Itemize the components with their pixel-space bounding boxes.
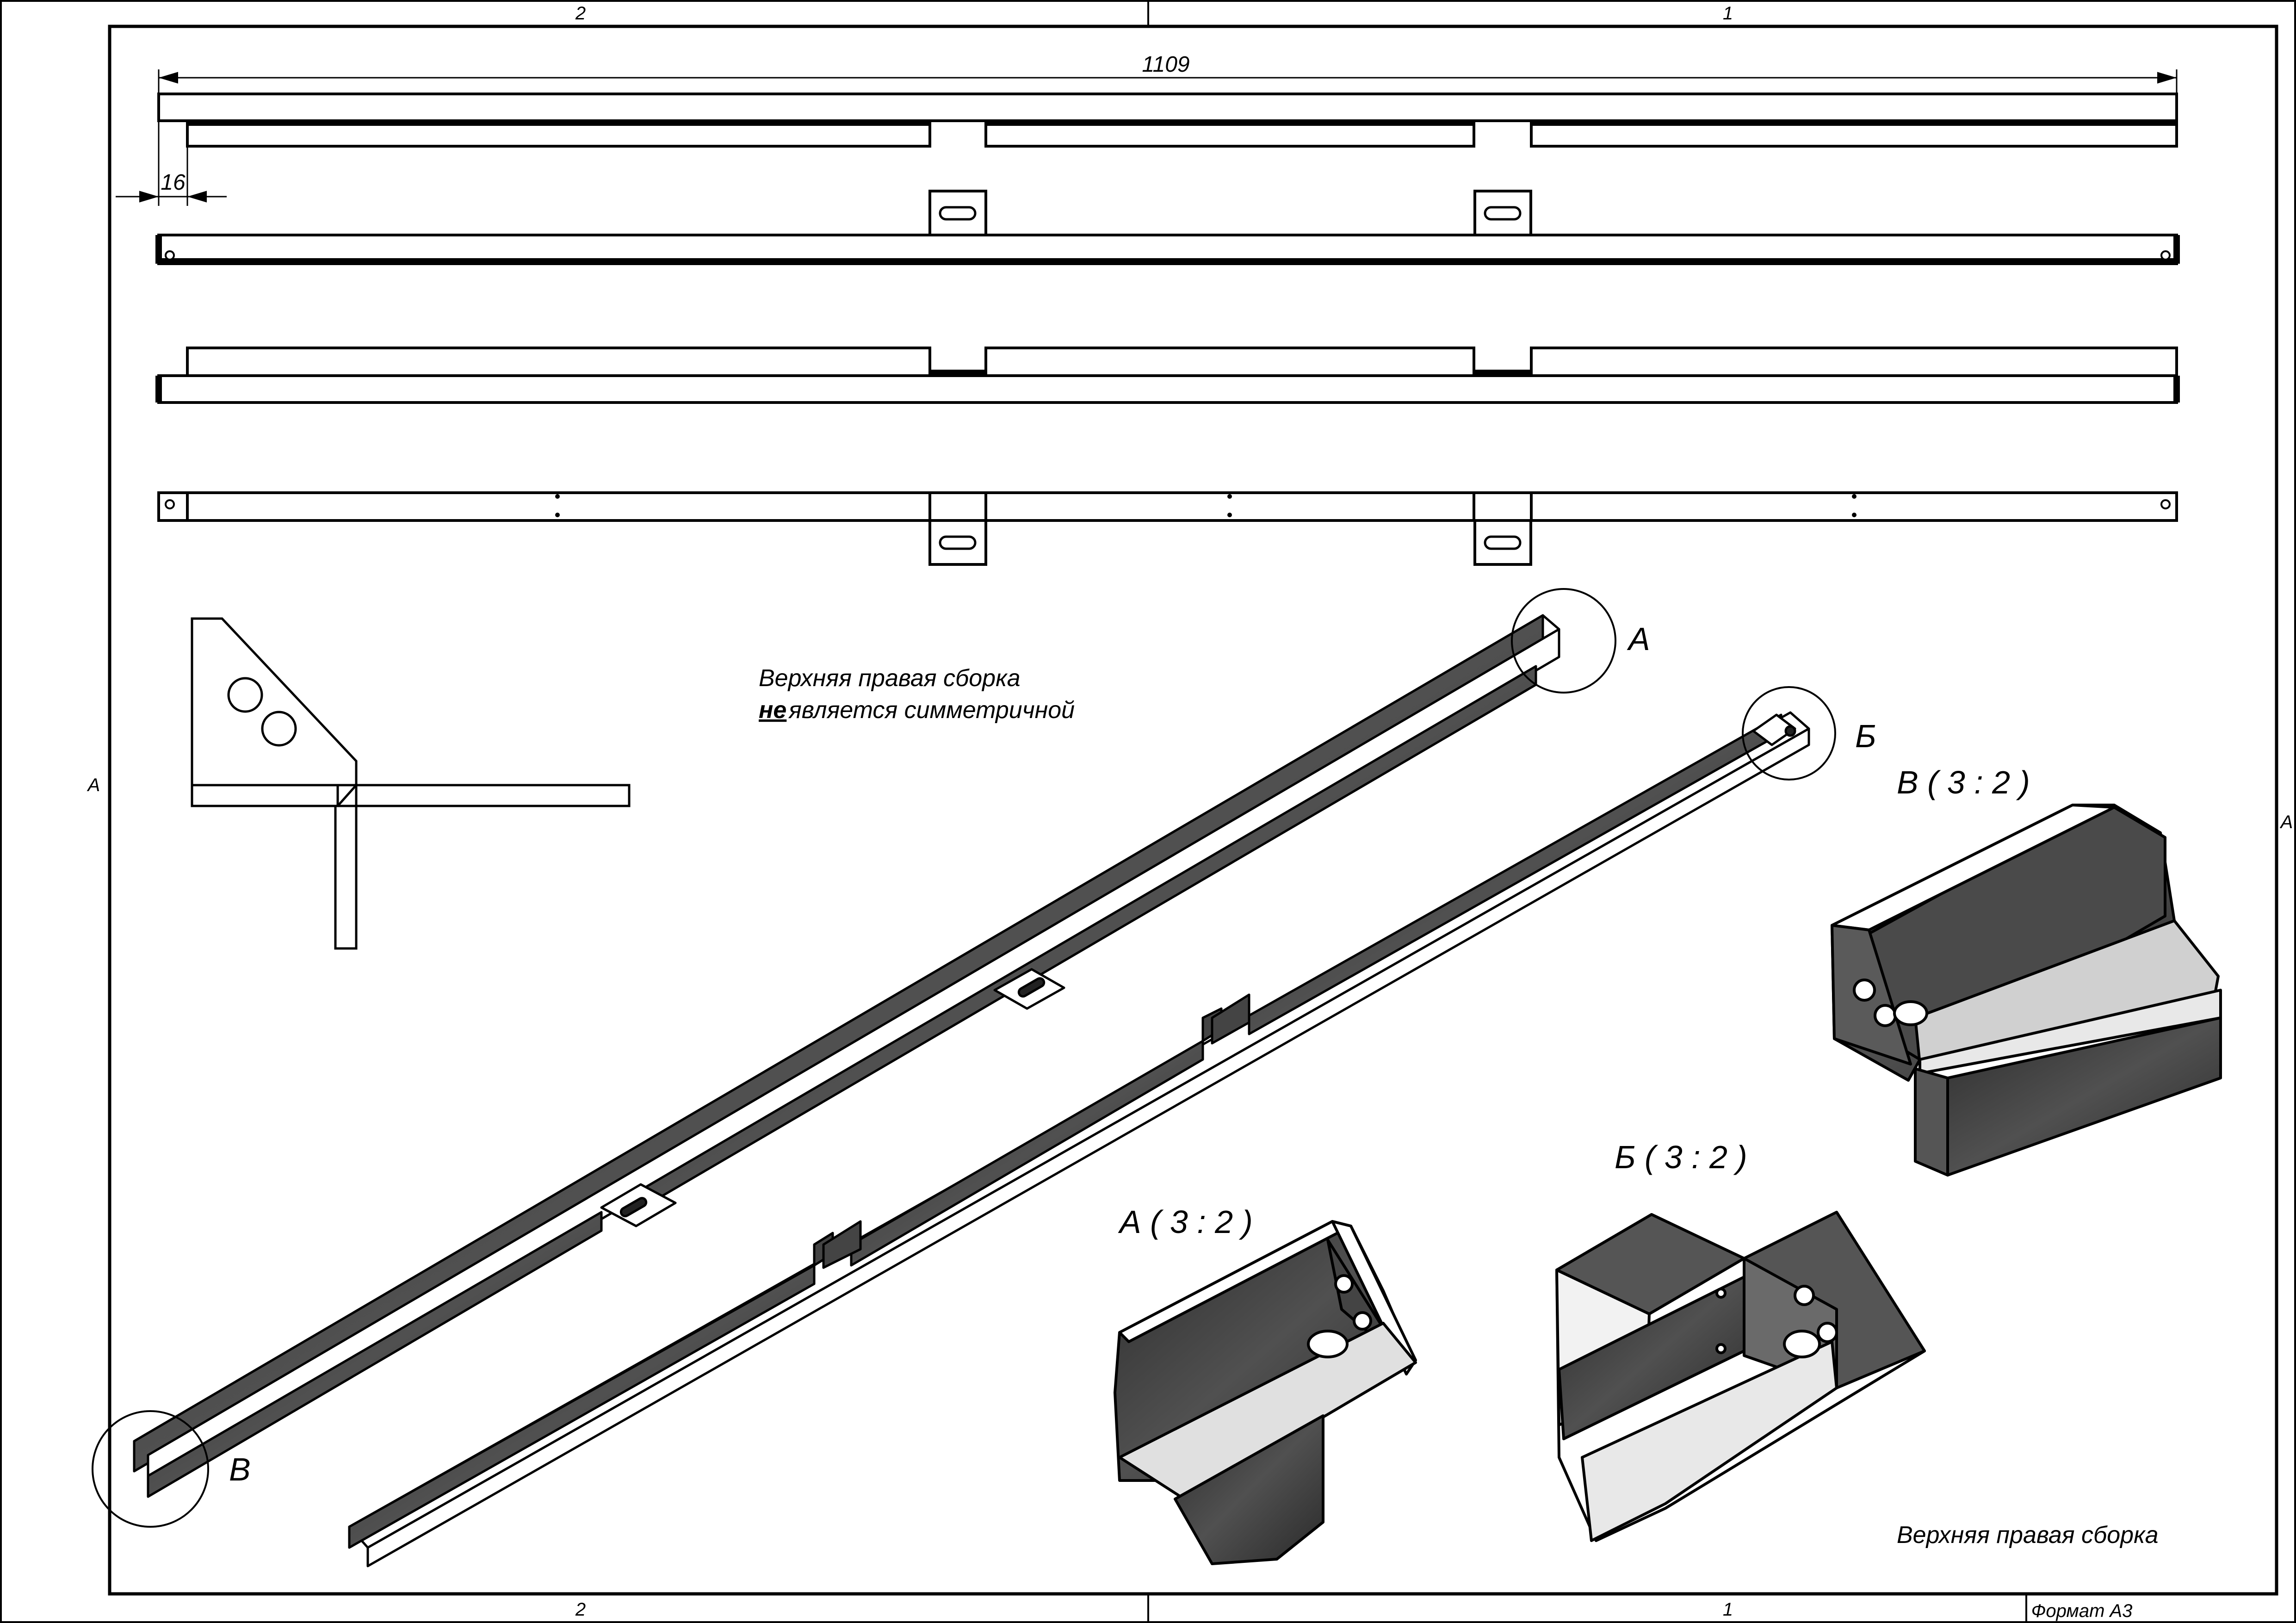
note-line2: не является симметричной [759,697,1075,724]
callout-a: А [1627,621,1650,657]
detail-v-title: В ( 3 : 2 ) [1897,764,2030,800]
detail-a-title: А ( 3 : 2 ) [1118,1204,1253,1240]
view-top [157,93,2178,148]
view-plan [157,491,2178,566]
dimension-overall-value: 1109 [1142,52,1189,77]
callout-v: В [229,1451,251,1487]
zone-label-right: A [2280,812,2293,832]
view-front [155,190,2180,265]
caption: Верхняя правая сборка [1897,1522,2159,1549]
detail-b-title: Б ( 3 : 2 ) [1615,1139,1747,1175]
note-emphasis: не [759,697,786,724]
note-line1: Верхняя правая сборка [759,665,1021,692]
note-line2-rest: является симметричной [788,697,1075,724]
detail-a [1114,1220,1417,1565]
format-label: Формат А3 [2031,1601,2133,1621]
zone-label-top-left: 2 [575,3,586,24]
zone-label-bottom-left: 2 [575,1599,586,1620]
view-plan-dots [555,494,1857,517]
iso-beam-second [348,711,1810,1567]
detail-b [1555,1211,1926,1542]
dimension-overall [158,69,2178,93]
dimension-offset-value: 16 [161,170,186,195]
view-bottom [155,347,2180,404]
section-sketch [191,617,631,950]
zone-label-bottom-right: 1 [1723,1599,1733,1620]
dimension-offset [116,121,227,206]
detail-v [1831,804,2222,1177]
callout-circles [92,588,1836,1528]
zone-label-left: A [87,775,100,795]
zone-label-top-right: 1 [1723,3,1733,24]
callout-b: Б [1855,718,1876,754]
iso-beam-main [133,614,1560,1498]
